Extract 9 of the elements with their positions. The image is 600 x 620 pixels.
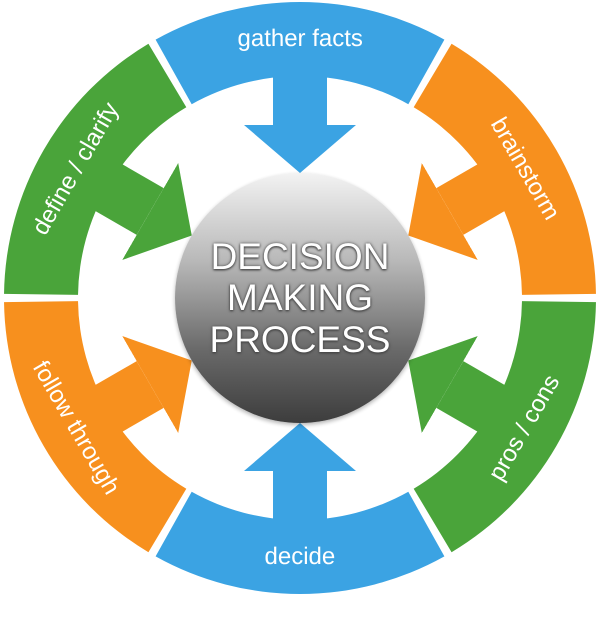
center-title: DECISION MAKING PROCESS <box>208 236 392 360</box>
arrow <box>408 162 508 260</box>
arrow <box>408 336 508 434</box>
arrow <box>92 336 192 434</box>
arrow <box>244 423 356 522</box>
segment-label: decide <box>264 543 336 571</box>
arrow <box>92 162 192 260</box>
arrow <box>244 74 356 173</box>
segment-label: gather facts <box>238 25 363 53</box>
